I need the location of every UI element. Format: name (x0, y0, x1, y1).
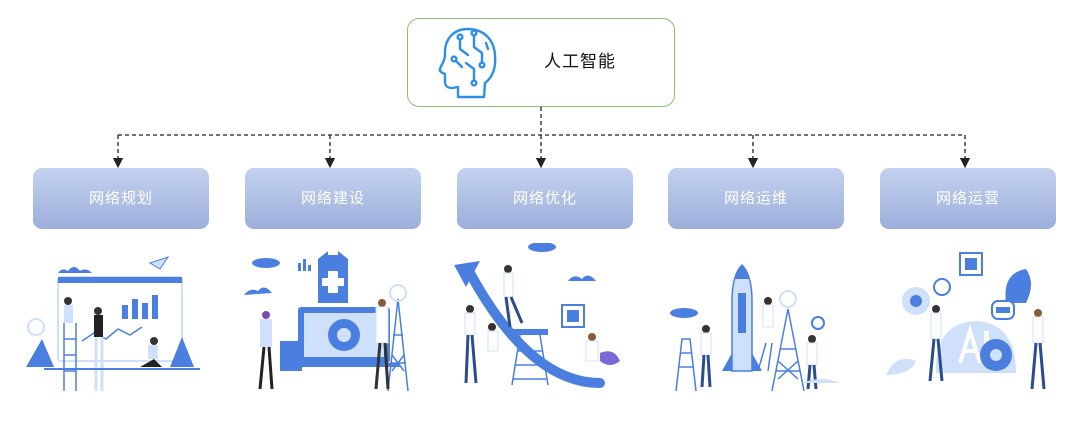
node-label: 网络运维 (723, 189, 788, 207)
node-label: 网络优化 (512, 189, 577, 207)
operations-rocket-illustration (670, 263, 840, 392)
construction-tower-illustration (244, 251, 409, 392)
node-label: 网络建设 (300, 189, 365, 207)
root-label: 人工智能 (544, 52, 616, 72)
optimization-growth-arrow-illustration (454, 243, 620, 388)
ai-head-circuit-icon (438, 27, 497, 99)
node-network-construction: 网络建设 (245, 168, 421, 229)
node-label: 网络规划 (88, 189, 153, 207)
operations-ai-robot-illustration (886, 252, 1046, 390)
node-network-planning: 网络规划 (33, 168, 209, 229)
root-node: 人工智能 (407, 18, 675, 107)
node-network-optimization: 网络优化 (457, 168, 633, 229)
planning-dashboard-illustration (26, 256, 200, 391)
node-label: 网络运营 (935, 189, 1000, 207)
node-network-maintenance: 网络运维 (668, 168, 844, 229)
node-network-operation: 网络运营 (880, 168, 1056, 229)
